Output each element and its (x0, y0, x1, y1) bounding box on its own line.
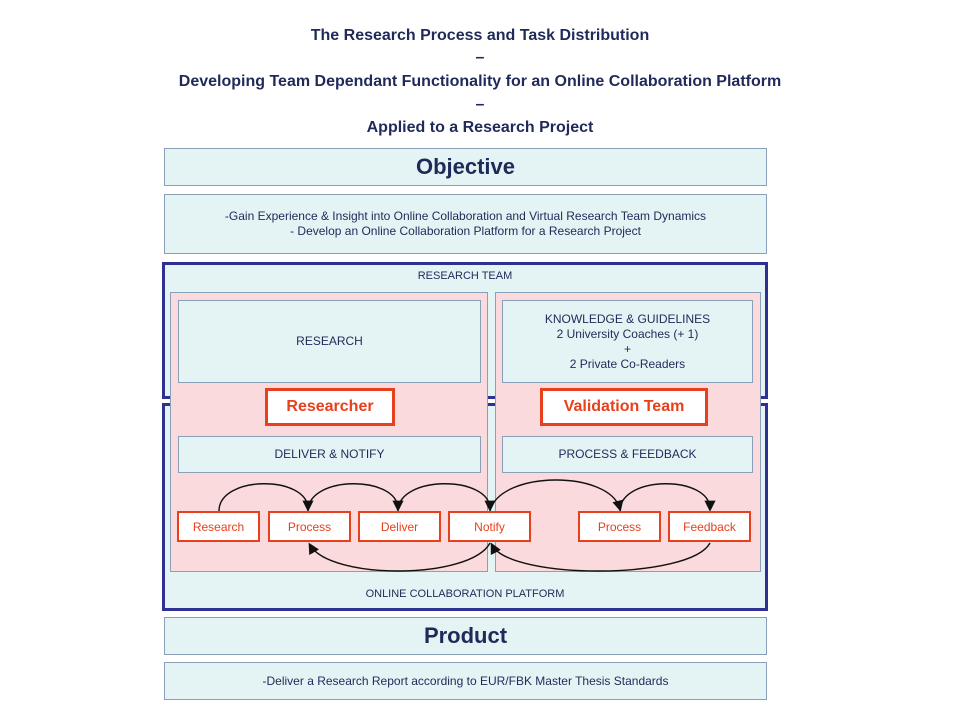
product-title: Product (423, 623, 508, 648)
platform-label: ONLINE COLLABORATION PLATFORM (365, 588, 565, 600)
step-process-validation: Process (578, 511, 661, 542)
step-feedback: Feedback (668, 511, 751, 542)
objective-point-2: - Develop an Online Collaboration Platfo… (290, 224, 641, 238)
objective-description: -Gain Experience & Insight into Online C… (164, 194, 767, 254)
knowledge-line-2: 2 University Coaches (+ 1) (556, 326, 699, 341)
research-box-label: RESEARCH (296, 334, 363, 348)
product-header: Product (164, 617, 767, 655)
deliver-notify-label: DELIVER & NOTIFY (274, 447, 385, 461)
process-feedback-box: PROCESS & FEEDBACK (502, 436, 753, 473)
header-dash-2: – (475, 96, 485, 113)
header-title-line1: The Research Process and Task Distributi… (310, 27, 650, 44)
knowledge-box: KNOWLEDGE & GUIDELINES 2 University Coac… (502, 300, 753, 383)
process-feedback-label: PROCESS & FEEDBACK (558, 447, 697, 461)
objective-header: Objective (164, 148, 767, 186)
deliver-notify-box: DELIVER & NOTIFY (178, 436, 481, 473)
research-team-label: RESEARCH TEAM (417, 270, 513, 282)
objective-point-1: -Gain Experience & Insight into Online C… (224, 209, 707, 223)
step-process: Process (268, 511, 351, 542)
researcher-role: Researcher (265, 388, 395, 426)
knowledge-line-1: KNOWLEDGE & GUIDELINES (544, 311, 711, 326)
step-deliver: Deliver (358, 511, 441, 542)
header-dash-1: – (475, 49, 485, 66)
product-point-1: -Deliver a Research Report according to … (262, 673, 669, 688)
step-research: Research (177, 511, 260, 542)
research-box: RESEARCH (178, 300, 481, 383)
step-notify: Notify (448, 511, 531, 542)
header-title-line3: Applied to a Research Project (366, 119, 594, 136)
knowledge-line-3: + (623, 341, 631, 356)
header-title-line2: Developing Team Dependant Functionality … (178, 73, 782, 90)
product-description: -Deliver a Research Report according to … (164, 662, 767, 700)
validation-team-role: Validation Team (540, 388, 708, 426)
objective-title: Objective (415, 154, 516, 179)
knowledge-line-4: 2 Private Co-Readers (569, 356, 686, 371)
